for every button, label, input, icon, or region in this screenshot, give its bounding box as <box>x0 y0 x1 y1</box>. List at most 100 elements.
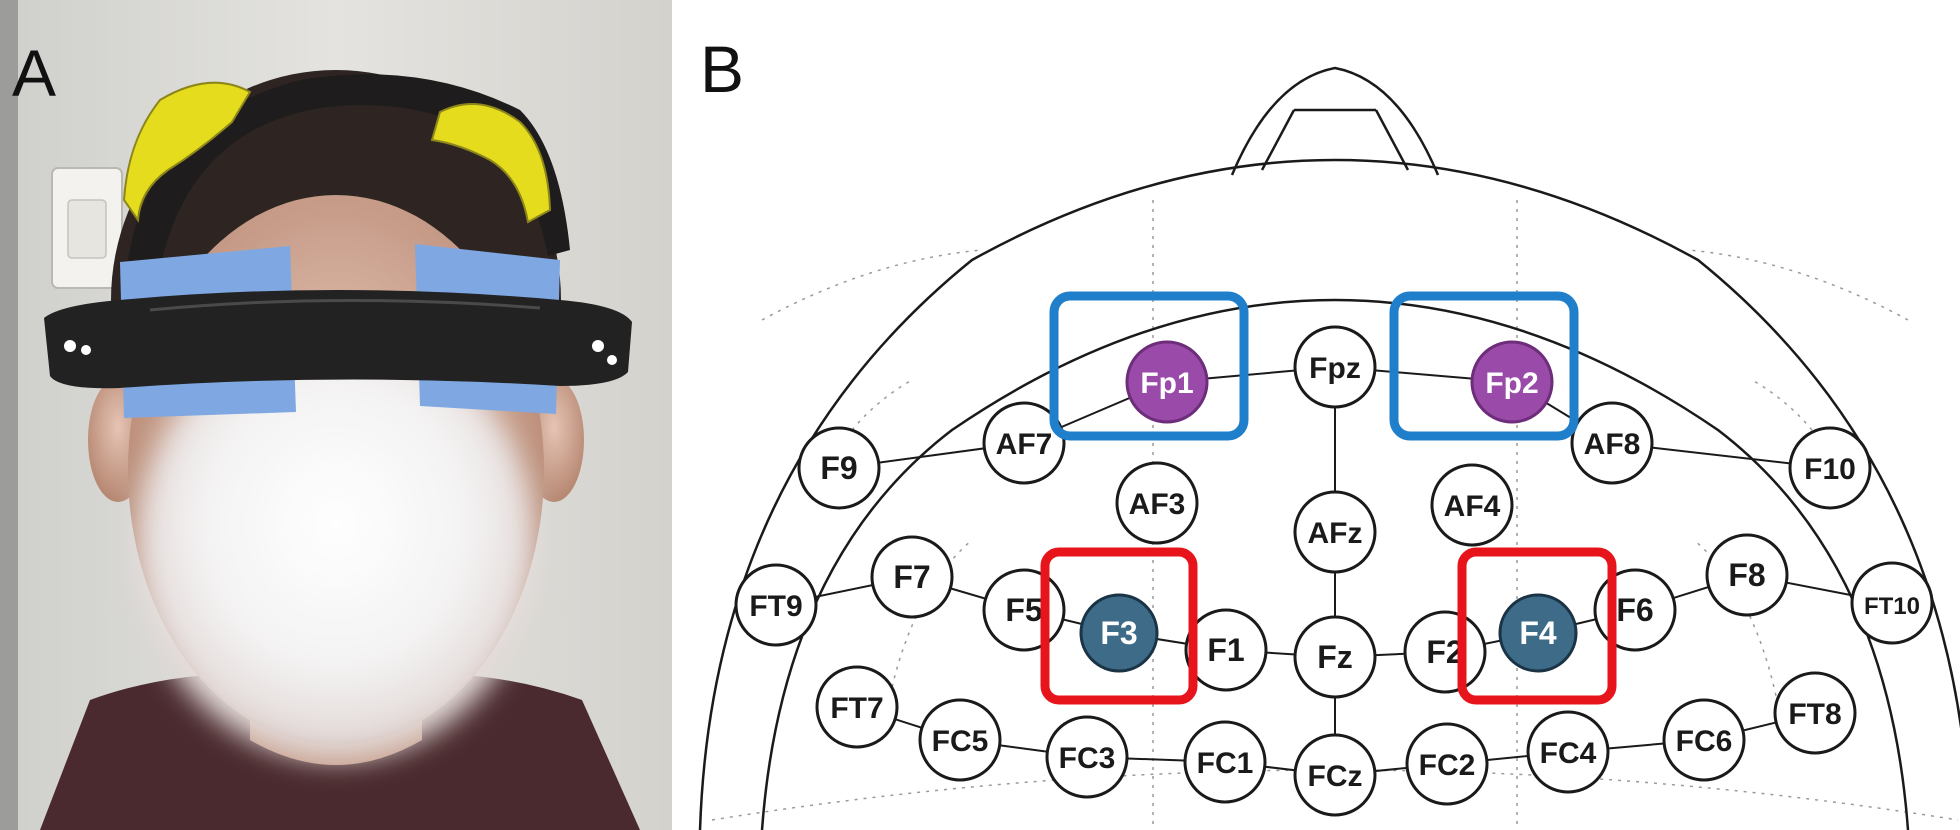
highlight-box-f3 <box>1040 547 1198 705</box>
electrode-circle-f7 <box>870 535 954 619</box>
electrode-label-fp2: Fp2 <box>1485 367 1538 400</box>
electrode-label-f10: F10 <box>1804 453 1856 486</box>
electrode-label-fc3: FC3 <box>1059 742 1116 775</box>
electrode-circle-ft7 <box>815 665 899 749</box>
electrode-label-af7: AF7 <box>996 428 1053 461</box>
electrode-circle-f9 <box>797 426 881 510</box>
electrode-circle-fc5 <box>918 698 1002 782</box>
electrode-label-fc2: FC2 <box>1419 749 1476 782</box>
electrode-label-fp1: Fp1 <box>1140 367 1193 400</box>
electrode-label-fc4: FC4 <box>1540 737 1597 770</box>
highlight-box-f4 <box>1457 547 1617 705</box>
electrode-label-af8: AF8 <box>1584 428 1641 461</box>
electrode-label-ft9: FT9 <box>749 590 802 623</box>
electrode-circle-fc1 <box>1183 720 1267 804</box>
electrode-label-f7: F7 <box>893 559 930 595</box>
highlight-box-fp1 <box>1049 291 1249 441</box>
electrode-fp2: Fp2 <box>1470 340 1554 424</box>
electrode-label-af4: AF4 <box>1444 490 1501 523</box>
right-yellow-pad <box>430 103 552 224</box>
electrode-af8: AF8 <box>1570 401 1654 485</box>
electrode-circle-fc3 <box>1045 715 1129 799</box>
electrode-circle-fpz <box>1293 325 1377 409</box>
electrode-label-fcz: FCz <box>1308 760 1363 793</box>
electrode-fc6: FC6 <box>1662 698 1746 782</box>
nose <box>1230 66 1440 176</box>
headband-forehead-strap <box>44 290 632 389</box>
electrode-ft10: FT10 <box>1850 561 1934 645</box>
electrode-circle-af8 <box>1570 401 1654 485</box>
highlight-box-fp2 <box>1389 291 1579 441</box>
electrode-f4: F4 <box>1498 593 1578 673</box>
electrode-af4: AF4 <box>1430 463 1514 547</box>
electrode-circle-f1 <box>1184 608 1268 692</box>
electrode-label-fc1: FC1 <box>1197 747 1254 780</box>
electrode-circle-fz <box>1293 615 1377 699</box>
electrode-fcz: FCz <box>1293 733 1377 817</box>
electrode-label-fpz: Fpz <box>1309 352 1361 385</box>
electrode-label-fc6: FC6 <box>1676 725 1733 758</box>
electrode-label-f8: F8 <box>1728 557 1765 593</box>
electrode-fpz: Fpz <box>1293 325 1377 409</box>
electrode-label-f5: F5 <box>1005 592 1042 628</box>
electrode-fc3: FC3 <box>1045 715 1129 799</box>
electrode-afz: AFz <box>1293 490 1377 574</box>
electrode-ft7: FT7 <box>815 665 899 749</box>
headset-photo <box>0 0 672 830</box>
electrode-f5: F5 <box>982 568 1066 652</box>
electrode-label-f3: F3 <box>1100 615 1137 651</box>
electrode-circle-af4 <box>1430 463 1514 547</box>
electrode-fc1: FC1 <box>1183 720 1267 804</box>
electrode-circle-ft9 <box>734 563 818 647</box>
electrode-circle-f8 <box>1705 533 1789 617</box>
electrode-label-af3: AF3 <box>1129 488 1186 521</box>
electrode-label-f2: F2 <box>1426 634 1463 670</box>
electrode-f3: F3 <box>1079 593 1159 673</box>
electrode-circle-af3 <box>1115 461 1199 545</box>
electrode-circle-fc2 <box>1405 722 1489 806</box>
electrode-label-f4: F4 <box>1519 615 1557 651</box>
electrode-f1: F1 <box>1184 608 1268 692</box>
electrode-circle-af7 <box>982 401 1066 485</box>
electrode-label-f1: F1 <box>1207 632 1244 668</box>
electrode-fc5: FC5 <box>918 698 1002 782</box>
highlight-boxes <box>1040 291 1617 705</box>
electrode-circle-fc6 <box>1662 698 1746 782</box>
electrode-ft9: FT9 <box>734 563 818 647</box>
panel-a-label: A <box>12 36 57 110</box>
electrode-circle-f3 <box>1079 593 1159 673</box>
electrode-label-f9: F9 <box>820 450 857 486</box>
electrode-af3: AF3 <box>1115 461 1199 545</box>
electrode-circle-ft10 <box>1850 561 1934 645</box>
electrode-circle-f10 <box>1788 426 1872 510</box>
electrode-f10: F10 <box>1788 426 1872 510</box>
electrode-fc2: FC2 <box>1405 722 1489 806</box>
electrode-fz: Fz <box>1293 615 1377 699</box>
electrode-ft8: FT8 <box>1773 671 1857 755</box>
electrode-fp1: Fp1 <box>1125 340 1209 424</box>
electrode-label-afz: AFz <box>1308 517 1363 550</box>
electrode-f6: F6 <box>1593 568 1677 652</box>
electrode-label-ft8: FT8 <box>1788 698 1841 731</box>
electrode-label-f6: F6 <box>1616 592 1653 628</box>
electrode-f7: F7 <box>870 535 954 619</box>
electrode-circle-fp2 <box>1470 340 1554 424</box>
headset-photo-panel: A <box>0 0 672 830</box>
electrode-label-fc5: FC5 <box>932 725 989 758</box>
electrode-af7: AF7 <box>982 401 1066 485</box>
left-yellow-pad <box>122 81 252 223</box>
electrode-label-ft10: FT10 <box>1864 593 1920 620</box>
electrode-circle-ft8 <box>1773 671 1857 755</box>
electrode-label-fz: Fz <box>1317 639 1353 675</box>
electrode-circle-fcz <box>1293 733 1377 817</box>
door-frame <box>0 0 18 830</box>
electrode-circle-afz <box>1293 490 1377 574</box>
electrode-circle-fp1 <box>1125 340 1209 424</box>
electrode-f8: F8 <box>1705 533 1789 617</box>
electrode-circle-f4 <box>1498 593 1578 673</box>
panel-b-label: B <box>700 32 745 106</box>
